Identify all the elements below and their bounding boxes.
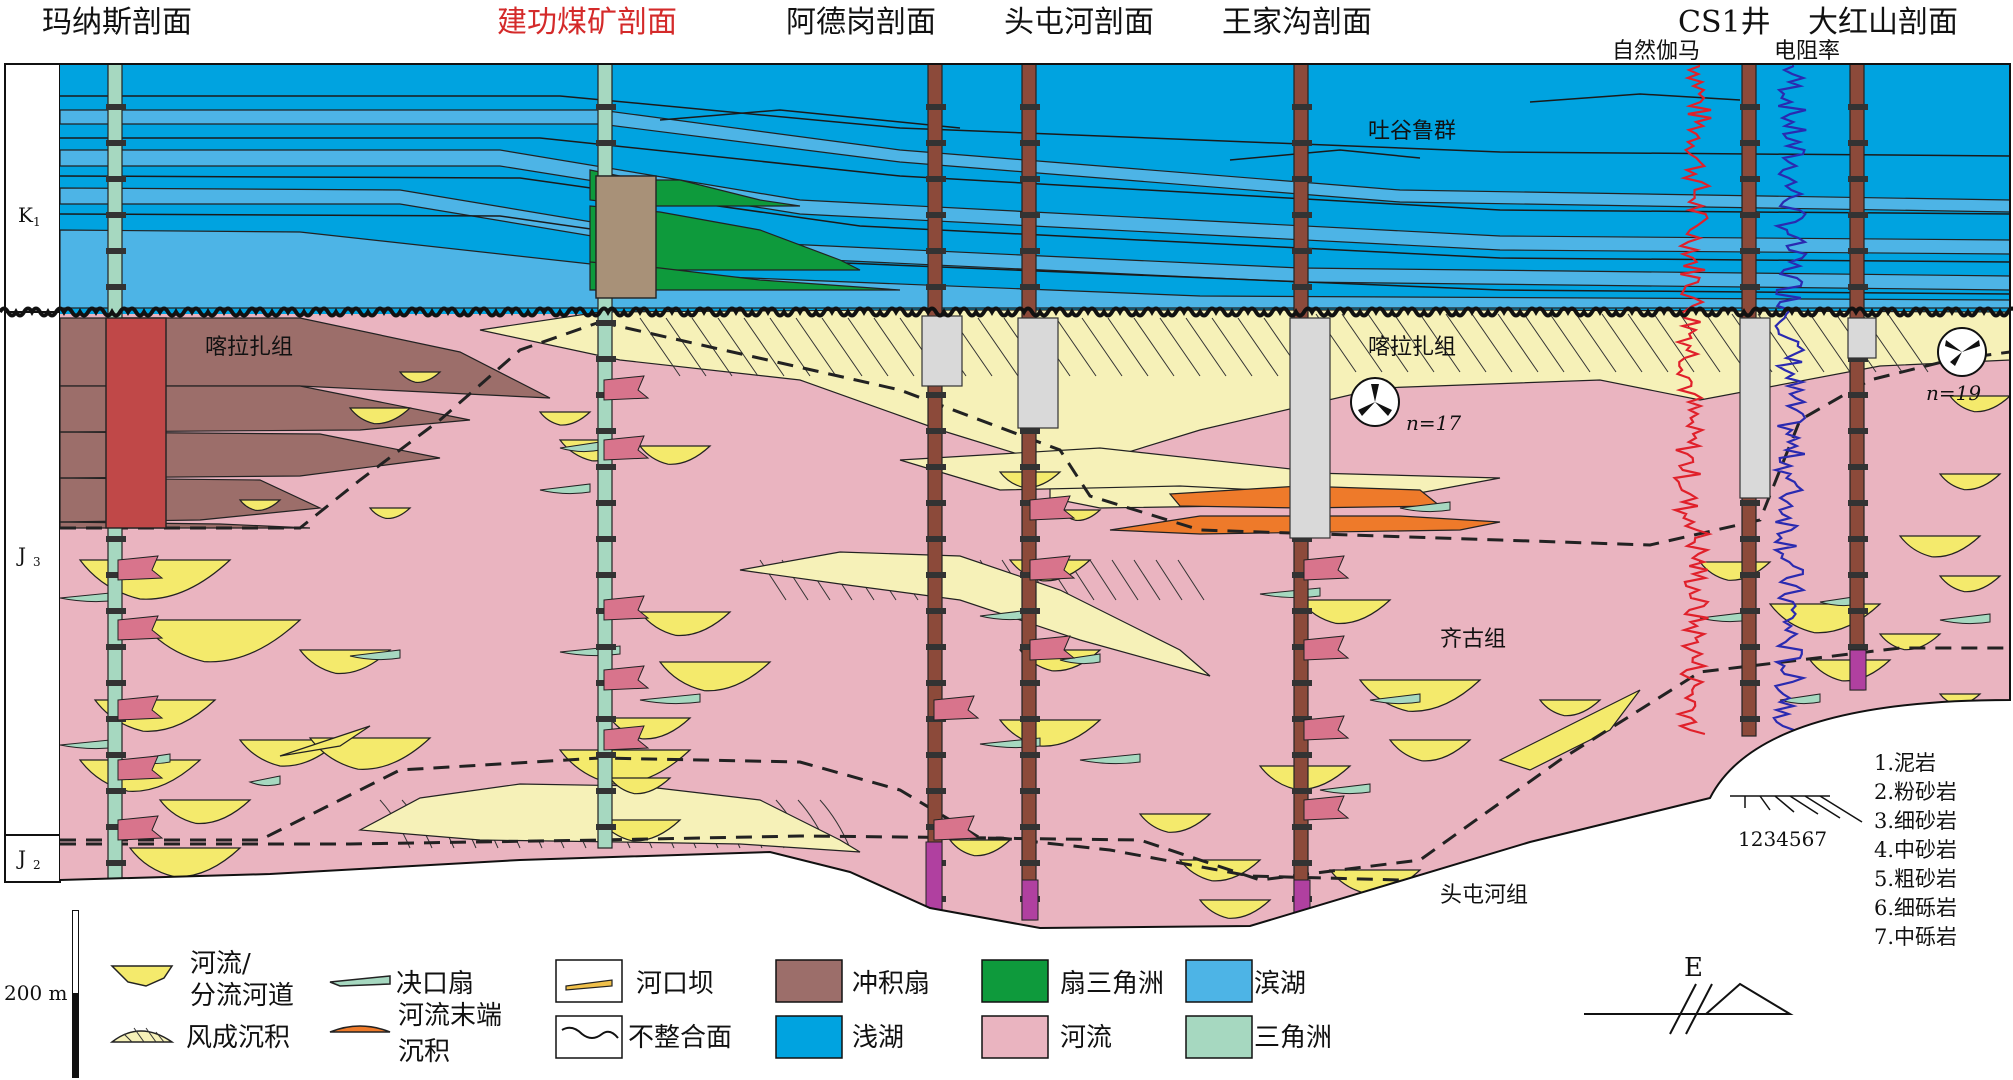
legend-mouthbar-label: 河口坝 [636, 969, 714, 999]
legend-unconformity-label: 不整合面 [628, 1023, 732, 1053]
section-titles: 玛纳斯剖面 建功煤矿剖面 阿德岗剖面 头屯河剖面 王家沟剖面 CS1井 大红山剖… [42, 5, 1958, 40]
legend-terminal-line1: 河流末端 [398, 1001, 502, 1031]
legend-channel-line1: 河流/ [190, 949, 251, 979]
resistivity-log [1771, 64, 1808, 735]
legend: 河流/ 分流河道 决口扇 河口坝 冲积扇 扇三角洲 滨湖 风成沉积 [109, 949, 1332, 1067]
lith-5: 5.粗砂岩 [1874, 867, 1957, 891]
legend-channel-line2: 分流河道 [190, 981, 294, 1011]
grain-scale-numbers: 1234567 [1738, 827, 1827, 851]
gamma-label: 自然伽马 [1612, 39, 1700, 64]
legend-item-unconformity: 不整合面 [555, 1015, 732, 1059]
title-wangjiagou: 王家沟剖面 [1222, 5, 1372, 40]
legend-item-fandelta: 扇三角洲 [981, 959, 1164, 1003]
j3-label: J [16, 543, 26, 567]
gamma-log [1670, 64, 1713, 736]
title-jiangong: 建功煤矿剖面 [497, 5, 677, 40]
eolian-lens-1 [739, 551, 1211, 677]
lith-3: 3.细砂岩 [1874, 809, 1957, 833]
legend-fandelta-label: 扇三角洲 [1060, 969, 1164, 999]
title-cs1: CS1井 [1678, 5, 1771, 40]
k1-label: K [18, 203, 34, 227]
kalazha-west-label: 喀拉扎组 [205, 335, 293, 360]
legend-item-terminal: 河流末端 沉积 [329, 1001, 502, 1067]
rose-n1: n=17 [1406, 411, 1461, 435]
rose-diagram-1 [1350, 377, 1400, 427]
k1-sub: 1 [33, 215, 41, 229]
legend-alluvial-label: 冲积扇 [852, 969, 930, 999]
legend-item-alluvial: 冲积扇 [775, 959, 930, 1003]
legend-shallowlake-label: 浅湖 [852, 1023, 904, 1053]
legend-terminal-line2: 沉积 [398, 1037, 450, 1067]
legend-item-channel: 河流/ 分流河道 [110, 949, 294, 1011]
legend-crevasse-label: 决口扇 [396, 969, 474, 999]
direction-label: E [1684, 953, 1703, 983]
tugulu-label: 吐谷鲁群 [1368, 119, 1456, 144]
kalazha-east-label: 喀拉扎组 [1368, 335, 1456, 360]
title-manasi: 玛纳斯剖面 [42, 5, 192, 40]
legend-item-mouthbar: 河口坝 [555, 959, 714, 1003]
j2-label: J [16, 846, 26, 870]
j3-sub: 3 [33, 555, 41, 569]
toutunhe-formation-label: 头屯河组 [1440, 883, 1528, 908]
scale-bar-label: 200 m [4, 981, 68, 1005]
strata-column: K 1 J 3 J 2 [4, 63, 61, 883]
rose-n2: n=19 [1926, 381, 1981, 405]
legend-eolian-label: 风成沉积 [186, 1023, 290, 1053]
legend-river-label: 河流 [1060, 1023, 1112, 1053]
resistivity-label: 电阻率 [1774, 39, 1840, 64]
title-adegang: 阿德岗剖面 [786, 5, 936, 40]
qigu-label: 齐古组 [1440, 627, 1506, 652]
lith-2: 2.粉砂岩 [1874, 780, 1957, 804]
legend-item-delta: 三角洲 [1185, 1015, 1332, 1059]
title-dahongshan: 大红山剖面 [1808, 5, 1958, 40]
legend-item-eolian: 风成沉积 [109, 1023, 290, 1053]
lithology-list: 1.泥岩 2.粉砂岩 3.细砂岩 4.中砂岩 5.粗砂岩 6.细砾岩 7.中砾岩 [1874, 751, 1957, 949]
unconformity-line [0, 306, 2013, 318]
title-toutunhe: 头屯河剖面 [1004, 5, 1154, 40]
j2-sub: 2 [33, 858, 41, 872]
legend-item-crevasse: 决口扇 [329, 969, 474, 999]
grain-size-scale [1730, 795, 1863, 823]
lith-4: 4.中砂岩 [1874, 838, 1957, 862]
scale-bar [72, 910, 79, 1078]
lith-7: 7.中砾岩 [1874, 925, 1957, 949]
lith-6: 6.细砾岩 [1874, 896, 1957, 920]
lith-1: 1.泥岩 [1874, 751, 1936, 775]
direction-indicator [1584, 982, 1794, 1035]
section-columns [105, 64, 1877, 928]
section-outline [59, 63, 2011, 930]
rose-diagram-2 [1937, 327, 1987, 377]
legend-delta-label: 三角洲 [1254, 1023, 1332, 1053]
legend-shorelake-label: 滨湖 [1254, 969, 1306, 999]
legend-item-shorelake: 滨湖 [1185, 959, 1306, 1003]
legend-item-river: 河流 [981, 1015, 1112, 1059]
legend-item-shallowlake: 浅湖 [775, 1015, 904, 1059]
